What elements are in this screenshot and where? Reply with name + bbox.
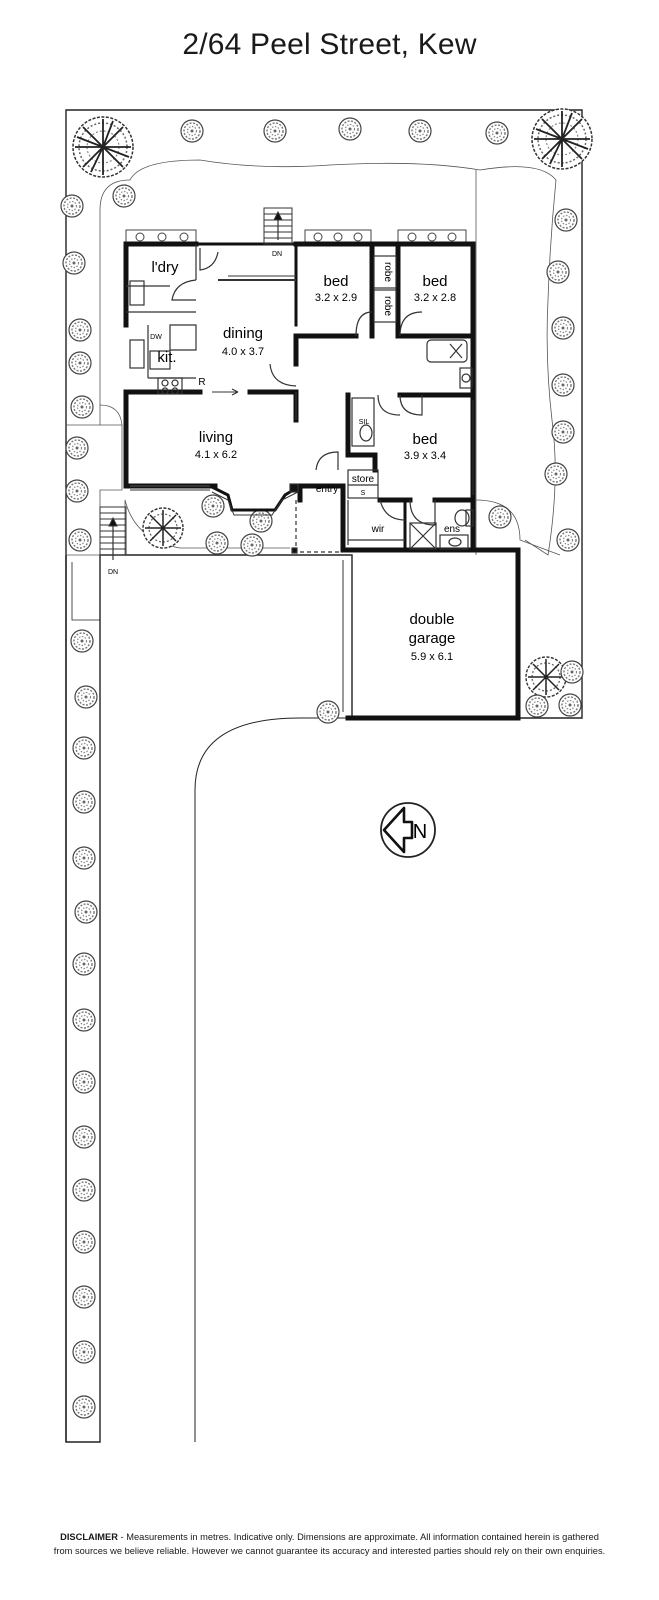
room-laundry-name: l'dry: [151, 259, 179, 276]
room-store-name: store: [352, 474, 375, 485]
room-dining-name: dining: [223, 325, 263, 342]
room-garage-dims: 5.9 x 6.1: [411, 651, 453, 663]
disclaimer-heading: DISCLAIMER: [60, 1532, 118, 1542]
disclaimer-line-2: from sources we believe reliable. Howeve…: [53, 1546, 606, 1556]
room-bed3-dims: 3.9 x 3.4: [404, 450, 446, 462]
room-wir-name: wir: [371, 524, 385, 535]
walls: [123, 241, 521, 721]
room-dining-dims: 4.0 x 3.7: [222, 346, 264, 358]
garden-edge: [66, 159, 561, 556]
room-kitchen-name: kit.: [157, 349, 176, 366]
room-bed2-name: bed: [422, 273, 447, 290]
room-robe1-name: robe: [382, 262, 393, 282]
room-bed2-dims: 3.2 x 2.8: [414, 292, 456, 304]
shower-label: S: [361, 490, 366, 497]
disclaimer: DISCLAIMER - Measurements in metres. Ind…: [0, 1530, 659, 1558]
sil-label: SIL: [359, 419, 370, 426]
room-garage-name-1: double: [409, 611, 454, 628]
stairs-label-top: DN: [272, 251, 282, 258]
interior-details: [126, 244, 474, 712]
disclaimer-text-1: - Measurements in metres. Indicative onl…: [117, 1532, 599, 1542]
property-boundary: [65, 109, 583, 1443]
side-stairs[interactable]: [99, 506, 127, 560]
compass-label: N: [413, 821, 427, 843]
room-living-name: living: [199, 429, 233, 446]
room-bed1-name: bed: [323, 273, 348, 290]
front-stairs[interactable]: [263, 207, 293, 245]
compass-icon: [380, 802, 436, 858]
room-bed3-name: bed: [412, 431, 437, 448]
room-robe2-name: robe: [382, 296, 393, 316]
stairs-label-side: DN: [108, 569, 118, 576]
dishwasher-label: DW: [150, 334, 162, 341]
room-entry-name: entry: [316, 484, 338, 495]
disclaimer-line-1: DISCLAIMER - Measurements in metres. Ind…: [0, 1530, 659, 1544]
page-title: 2/64 Peel Street, Kew: [182, 28, 477, 61]
room-garage-name-2: garage: [409, 630, 456, 647]
refrigerator-label: R: [198, 377, 205, 388]
room-ensuite-name: ens: [444, 524, 460, 535]
room-bed1-dims: 3.2 x 2.9: [315, 292, 357, 304]
room-living-dims: 4.1 x 6.2: [195, 449, 237, 461]
